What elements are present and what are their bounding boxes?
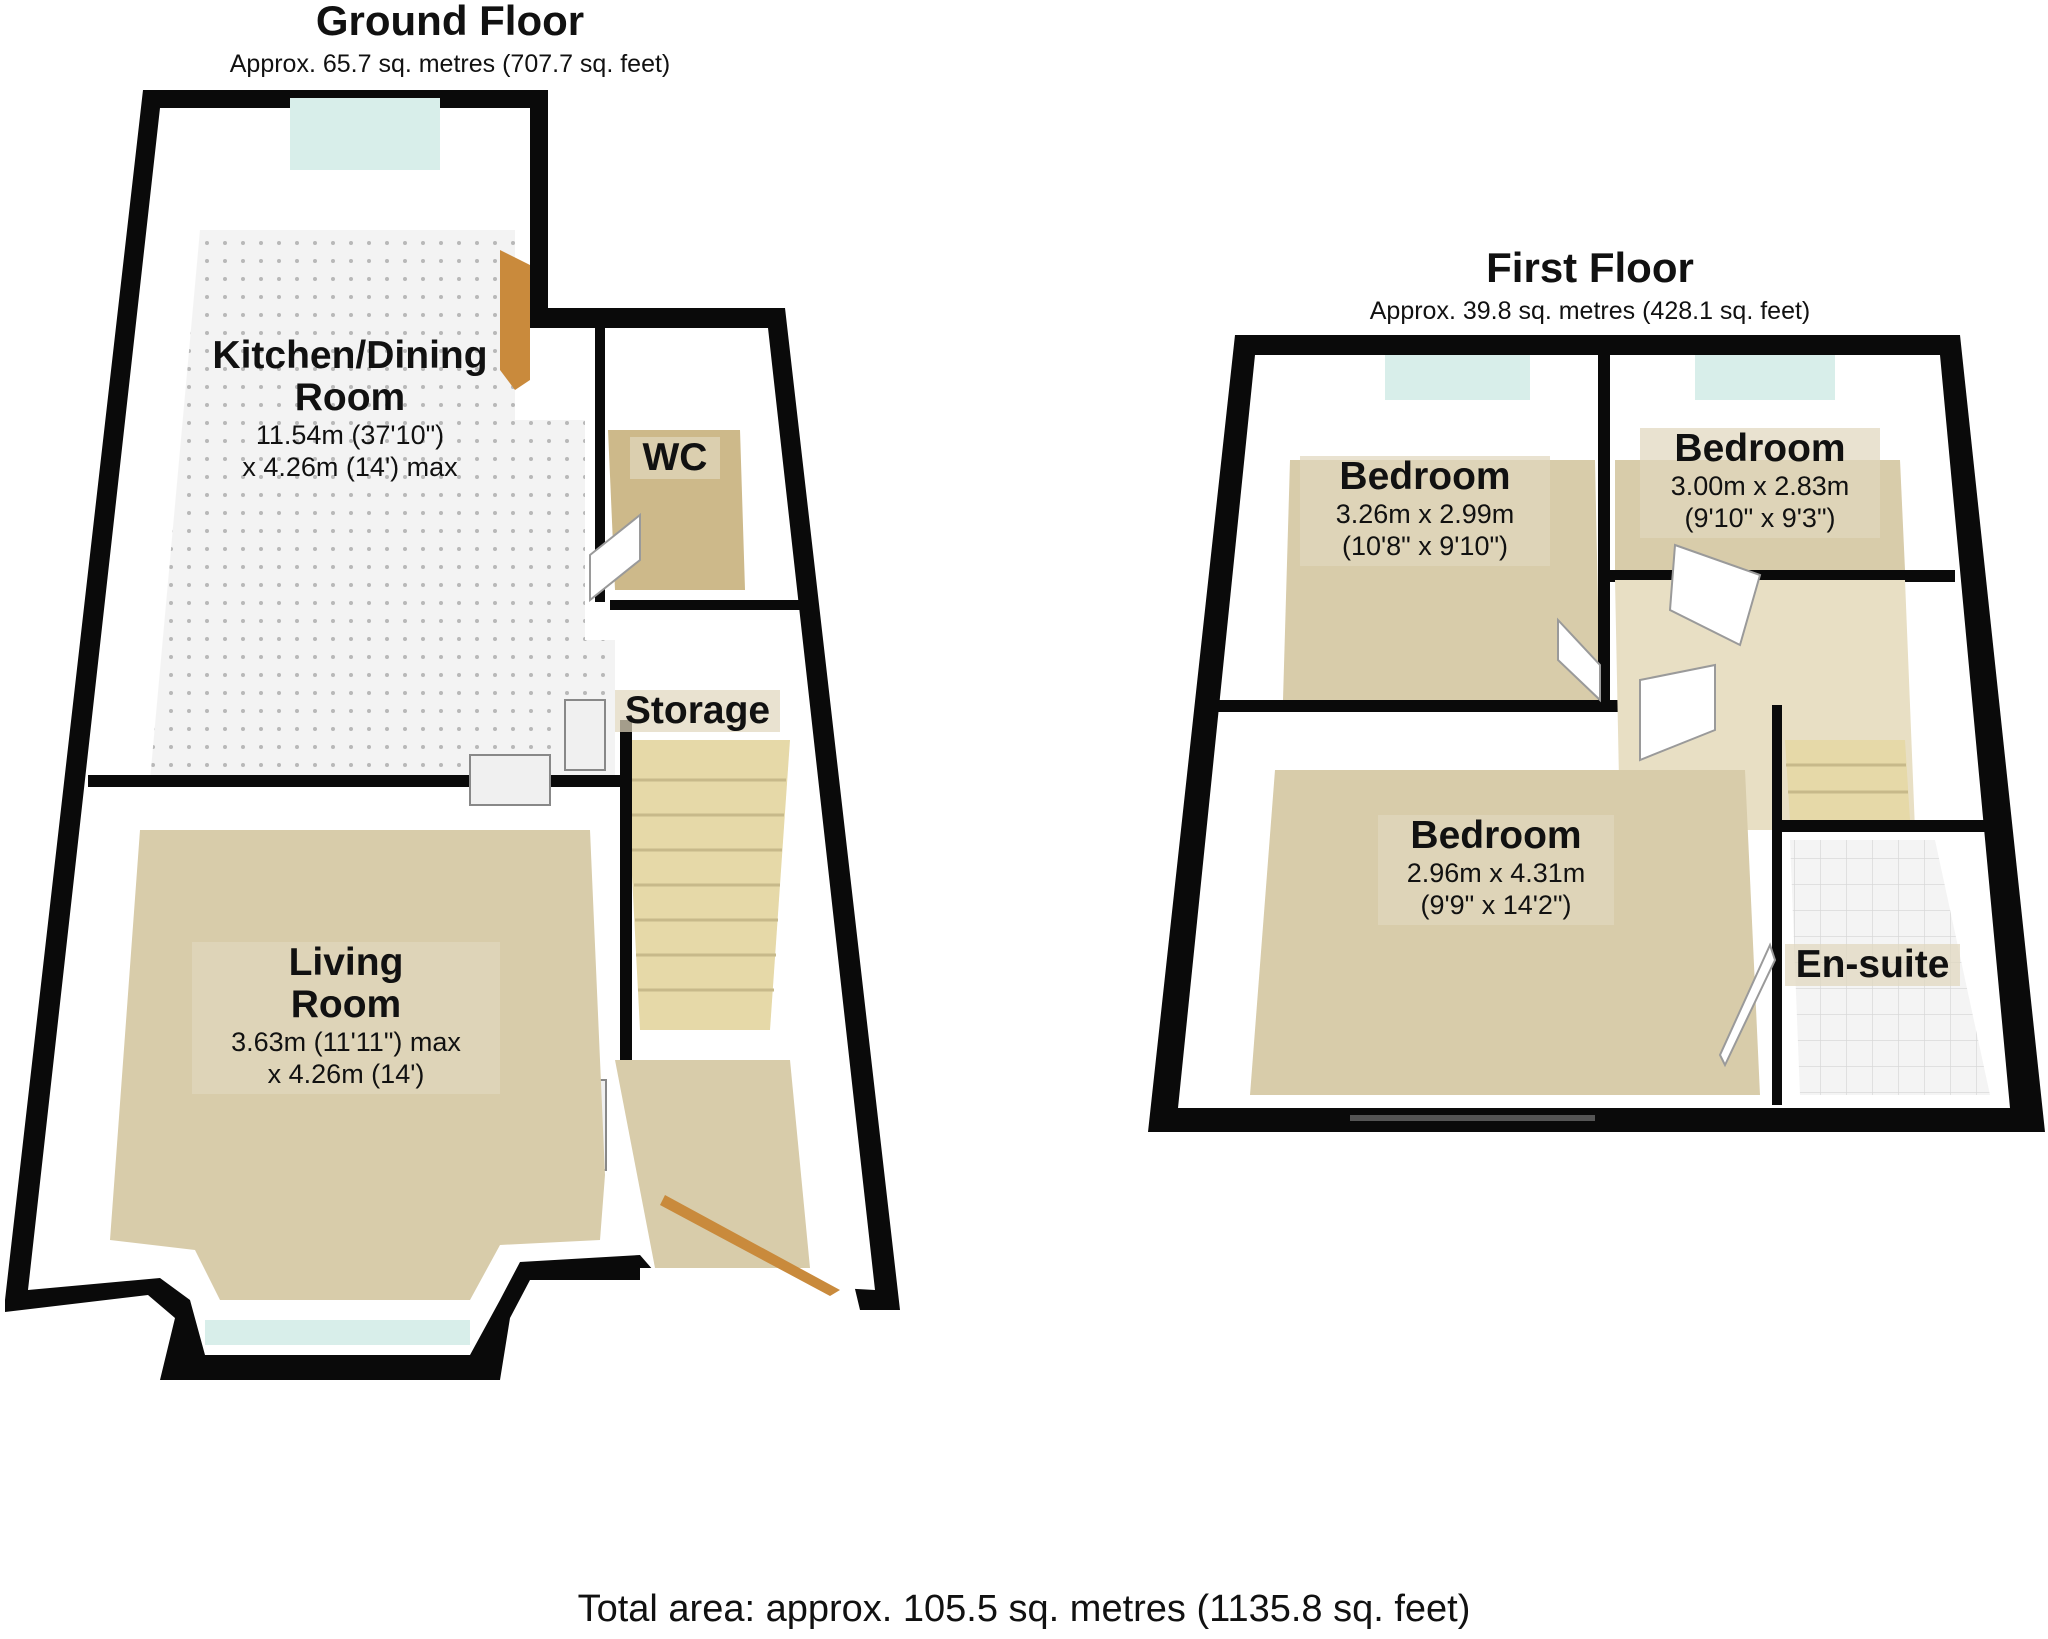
bedroom-left-window [1385,355,1530,400]
kitchen-name-line1: Kitchen/Dining [212,334,488,377]
bedroom-right-dim-line2: (9'10" x 9'3") [1684,503,1836,533]
living-dim-line1: 3.63m (11'11") max [231,1027,461,1057]
kitchen-dining-label: Kitchen/Dining Room 11.54m (37'10") x 4.… [180,335,520,483]
ground-floor-title: Ground Floor [315,0,585,44]
storage-label: Storage [615,690,780,732]
living-name-line1: Living [288,941,404,984]
bedroom-right-label: Bedroom 3.00m x 2.83m (9'10" x 9'3") [1640,428,1880,538]
first-floor-area: Approx. 39.8 sq. metres (428.1 sq. feet) [1369,297,1811,325]
wc-label: WC [630,437,720,479]
total-area: Total area: approx. 105.5 sq. metres (11… [577,1588,1471,1630]
storage-name: Storage [624,689,771,732]
bedroom-main-dim-line2: (9'9" x 14'2") [1420,890,1572,920]
living-dim-line2: x 4.26m (14') [267,1059,425,1089]
bedroom-right-dim-line1: 3.00m x 2.83m [1670,471,1850,501]
bedroom-left-dim-line1: 3.26m x 2.99m [1335,499,1515,529]
bedroom-right-window [1695,355,1835,400]
living-name-line2: Room [290,983,402,1026]
bedroom-right-name: Bedroom [1674,427,1846,470]
ensuite-label: En-suite [1785,944,1960,986]
wc-name: WC [642,436,708,479]
bedroom-left-name: Bedroom [1339,455,1511,498]
stairs-first [1785,740,1910,820]
hallway-floor [615,1060,810,1268]
ground-floor-plan [5,90,900,1380]
bedroom-left-label: Bedroom 3.26m x 2.99m (10'8" x 9'10") [1300,456,1550,566]
bedroom-main-label: Bedroom 2.96m x 4.31m (9'9" x 14'2") [1378,815,1614,925]
first-floor-title: First Floor [1486,244,1694,291]
bedroom-main-floor [1250,770,1760,1095]
bedroom-main-name: Bedroom [1410,814,1582,857]
kitchen-dim-line1: 11.54m (37'10") [255,420,445,450]
first-floor-plan [1148,335,2045,1132]
kitchen-back-door [500,250,530,390]
living-bay-window [205,1320,470,1345]
bedroom-left-dim-line2: (10'8" x 9'10") [1341,531,1509,561]
kitchen-dim-line2: x 4.26m (14') max [242,452,458,482]
bedroom-main-dim-line1: 2.96m x 4.31m [1406,858,1586,888]
kitchen-window [290,90,440,170]
ground-floor-area: Approx. 65.7 sq. metres (707.7 sq. feet) [229,50,671,78]
kitchen-dining-floor [150,230,615,780]
living-room-label: Living Room 3.63m (11'11") max x 4.26m (… [192,942,500,1094]
kitchen-name-line2: Room [294,376,406,419]
ensuite-name: En-suite [1795,943,1950,986]
front-door [660,1195,840,1296]
